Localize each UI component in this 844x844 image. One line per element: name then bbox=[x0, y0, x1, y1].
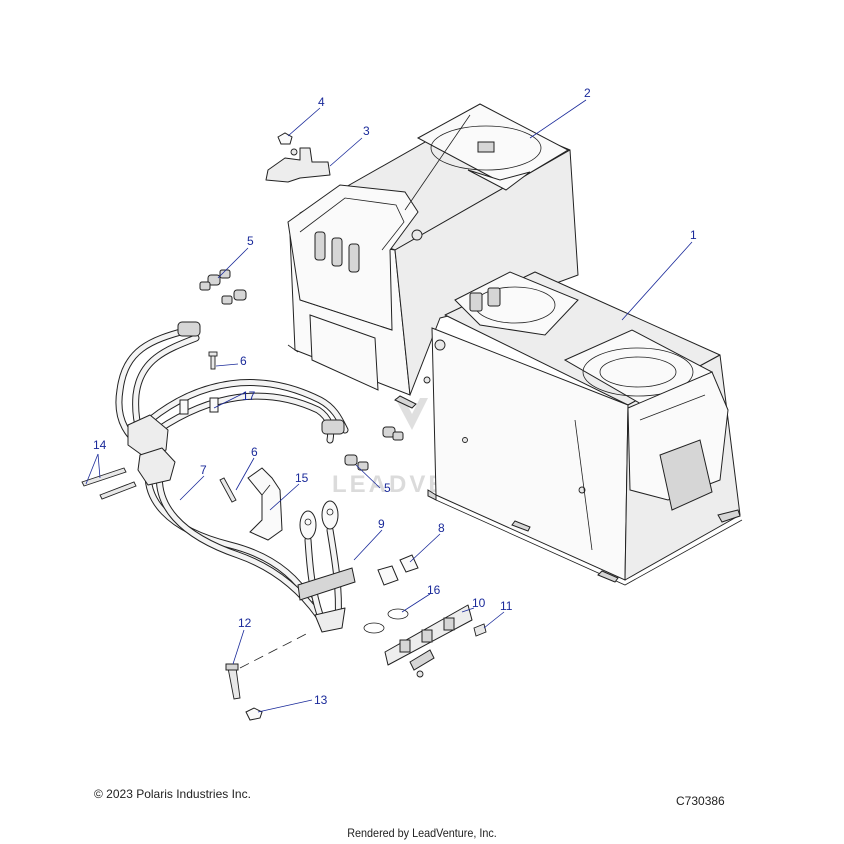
callout-5-lower[interactable]: 5 bbox=[384, 481, 391, 495]
callout-13[interactable]: 13 bbox=[314, 693, 328, 707]
stud-set-5-lower bbox=[344, 426, 404, 471]
mount-part-10 bbox=[384, 604, 473, 678]
callout-2[interactable]: 2 bbox=[584, 86, 591, 100]
hose-assembly bbox=[115, 321, 349, 619]
leader-lines bbox=[85, 99, 693, 713]
callout-17[interactable]: 17 bbox=[242, 389, 256, 403]
callout-7[interactable]: 7 bbox=[200, 463, 207, 477]
callout-10[interactable]: 10 bbox=[472, 596, 486, 610]
bolt-part-12 bbox=[225, 631, 311, 700]
callout-1[interactable]: 1 bbox=[690, 228, 697, 242]
rendered-by-text: Rendered by LeadVenture, Inc. bbox=[347, 826, 497, 840]
bolt-part-6-lower bbox=[219, 477, 237, 503]
callout-11[interactable]: 11 bbox=[500, 599, 513, 613]
callouts: 1 2 3 4 5 5 6 6 7 8 9 10 11 12 13 14 15 … bbox=[93, 86, 697, 707]
callout-6-lower[interactable]: 6 bbox=[251, 445, 258, 459]
clamp-part-16 bbox=[363, 608, 409, 634]
copyright-text: © 2023 Polaris Industries Inc. bbox=[94, 787, 251, 801]
callout-5-upper[interactable]: 5 bbox=[247, 234, 254, 248]
nut-part-13 bbox=[245, 707, 263, 721]
diagram-code: C730386 bbox=[676, 794, 725, 808]
callout-8[interactable]: 8 bbox=[438, 521, 445, 535]
screw-part-11 bbox=[473, 623, 487, 637]
callout-9[interactable]: 9 bbox=[378, 517, 385, 531]
callout-15[interactable]: 15 bbox=[295, 471, 309, 485]
watermark-logo bbox=[395, 398, 428, 430]
callout-4[interactable]: 4 bbox=[318, 95, 325, 109]
callout-14[interactable]: 14 bbox=[93, 438, 107, 452]
callout-12[interactable]: 12 bbox=[238, 616, 252, 630]
box-outline bbox=[404, 114, 471, 211]
bracket-part-3 bbox=[265, 147, 331, 183]
bolt-part-14 bbox=[81, 467, 137, 500]
callout-16[interactable]: 16 bbox=[427, 583, 441, 597]
stud-set-5-upper bbox=[199, 269, 247, 305]
battery-box-rear bbox=[287, 103, 579, 409]
bolt-part-6-upper bbox=[208, 351, 218, 370]
fitting-part-8 bbox=[377, 554, 419, 586]
cable-set-part-9 bbox=[297, 500, 356, 633]
battery-box-front bbox=[427, 271, 743, 586]
callout-3[interactable]: 3 bbox=[363, 124, 370, 138]
bracket-part-15 bbox=[247, 467, 283, 541]
callout-6-upper[interactable]: 6 bbox=[240, 354, 247, 368]
